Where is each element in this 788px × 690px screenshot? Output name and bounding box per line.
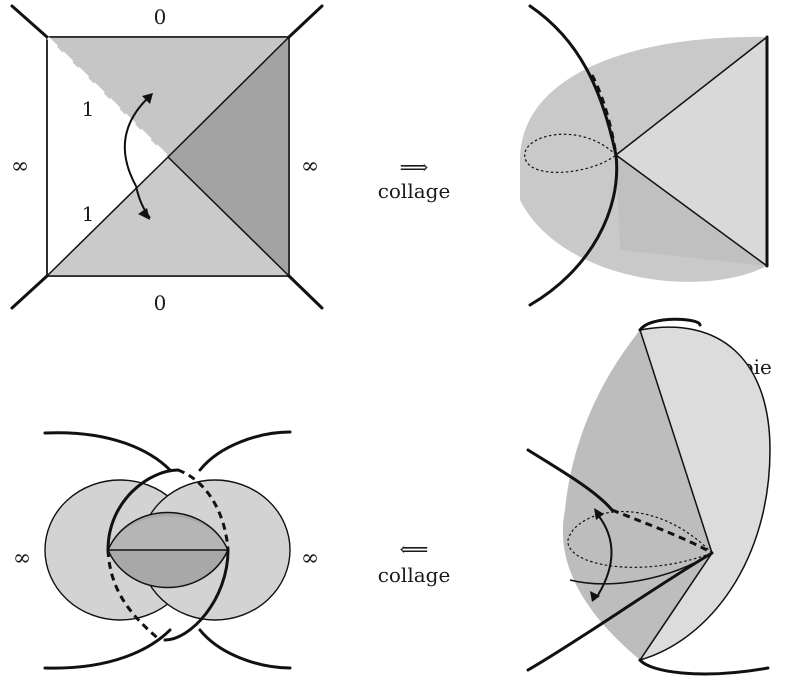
collage-label-bottom: collage [378, 563, 451, 587]
diagonal-lower-left [46, 156, 169, 277]
kite-edge-upper [639, 329, 713, 554]
panel-bottom-right [526, 317, 771, 676]
outer-curve-tl [43, 431, 172, 472]
label-left-infinity-bottom: ∞ [13, 546, 31, 571]
outer-curve-tr [198, 430, 292, 472]
label-bottom-zero: 0 [154, 291, 167, 315]
collage-label-top: collage [378, 179, 451, 203]
top-cap [638, 317, 702, 332]
thick-curve-upper [526, 448, 614, 512]
arrowhead-up-icon-bottom [594, 508, 604, 520]
right-triangle [168, 37, 289, 276]
curved-arrow [123, 95, 151, 187]
lens-lower-edge [107, 549, 229, 589]
crossing-dashed-left [106, 549, 161, 642]
implied-by-arrow-icon: ⟸ [400, 537, 429, 561]
panel-top-right [520, 4, 769, 307]
diagonal-upper-right [167, 36, 290, 158]
label-right-infinity: ∞ [301, 154, 319, 179]
implies-arrow-icon: ⟹ [400, 155, 429, 179]
label-left-infinity: ∞ [11, 154, 29, 179]
corner-stroke-bl [10, 274, 49, 310]
edge-lower [615, 154, 768, 267]
lower-triangle [47, 157, 289, 276]
curved-arrow-bottom [597, 514, 613, 596]
curve-bottom [528, 153, 619, 307]
diagonal-upper-left-broken [45, 35, 170, 159]
upper-triangle [47, 37, 289, 157]
crossing-lower [163, 548, 230, 642]
dashed-curve [611, 508, 713, 555]
right-lobe [638, 326, 771, 662]
crossing-dashed-right [177, 468, 230, 551]
panel-top-left: 0 0 ∞ ∞ 1 1 [10, 4, 324, 315]
arrowhead-down-icon-bottom [590, 591, 600, 602]
label-one-lower: 1 [82, 202, 95, 226]
op-collage-bottom: ⟸ collage [378, 537, 451, 587]
kite-edge-lower [639, 552, 713, 661]
outer-curve-br [198, 628, 292, 670]
lens-top [108, 516, 228, 550]
dotted-loop-bottom [567, 511, 713, 568]
arrowhead-down-icon [138, 208, 150, 220]
dotted-loop [524, 133, 617, 173]
corner-stroke-tr [287, 4, 324, 39]
crossing-upper [106, 468, 180, 552]
thick-curve-lower [526, 551, 714, 672]
lens-upper-edge [107, 511, 229, 551]
square-border [46, 36, 290, 277]
right-light-triangle [616, 37, 767, 266]
arrowhead-up-icon [142, 93, 153, 104]
curved-arrow-tail [135, 185, 151, 219]
diagonal-lower-right [167, 156, 290, 277]
label-right-infinity-bottom: ∞ [301, 546, 319, 571]
op-collage-top: ⟹ collage [378, 155, 451, 203]
label-one-upper: 1 [82, 97, 95, 121]
corner-stroke-tl [10, 4, 49, 39]
bottom-cap [638, 658, 770, 676]
corner-stroke-br [287, 274, 324, 310]
panel-bottom-left: ∞ ∞ [13, 430, 319, 670]
curve-dashed [590, 74, 618, 156]
edge-upper [615, 36, 768, 156]
outer-curve-bl [43, 628, 172, 670]
label-top-zero: 0 [154, 5, 167, 29]
